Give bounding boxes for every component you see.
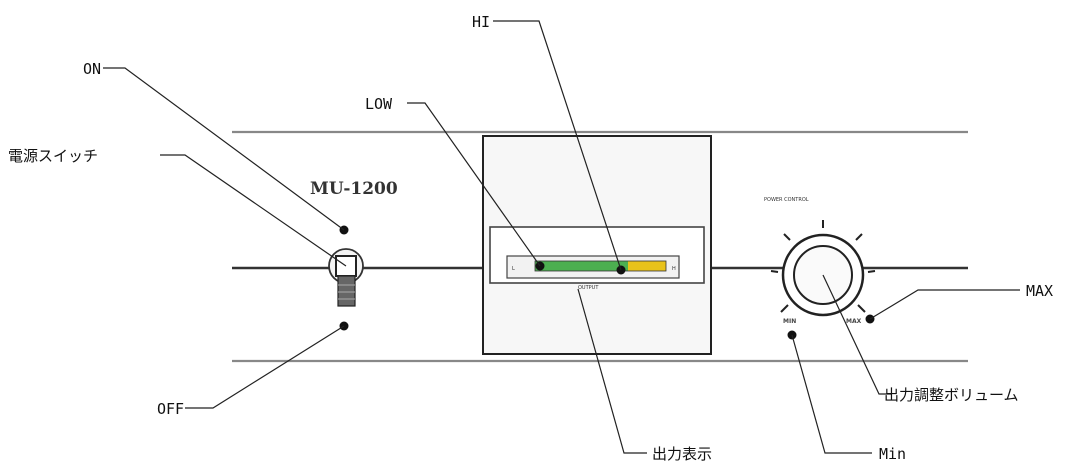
callout-output-volume: 出力調整ボリューム <box>884 386 1019 404</box>
leader-hi <box>493 20 622 271</box>
power-switch-lever <box>337 275 356 307</box>
leader-output-display <box>577 288 647 454</box>
knob-max-label: MAX <box>846 318 862 325</box>
callout-on: ON <box>83 60 101 78</box>
meter-bar-green <box>535 261 628 271</box>
meter-scale-right: H <box>672 266 676 272</box>
leader-power-switch <box>160 154 347 267</box>
knob-tick <box>855 233 863 241</box>
leader-max <box>869 289 1020 320</box>
knob-ticks <box>770 220 876 313</box>
leader-output-volume <box>822 274 892 395</box>
meter-caption: OUTPUT <box>578 285 599 291</box>
knob-tick <box>770 270 779 273</box>
callout-power-switch: 電源スイッチ <box>8 147 98 165</box>
knob-tick <box>780 304 789 313</box>
callout-off: OFF <box>157 400 184 418</box>
model-name: MU-1200 <box>310 179 398 199</box>
leader-min <box>791 334 872 454</box>
callout-low: LOW <box>365 95 393 113</box>
callout-min: Min <box>879 445 906 463</box>
knob-tick <box>857 304 866 313</box>
knob-tick <box>783 233 791 241</box>
meter-scale-left: L <box>512 266 515 272</box>
callout-max: MAX <box>1026 282 1053 300</box>
knob-min-label: MIN <box>783 318 796 325</box>
leader-on <box>103 67 345 231</box>
leader-off <box>185 325 345 409</box>
meter-bar-yellow <box>628 261 666 271</box>
callout-hi: HI <box>472 13 490 31</box>
meter-bar-outline <box>534 260 667 272</box>
callout-output-display: 出力表示 <box>652 445 712 463</box>
leader-lines <box>103 20 1020 454</box>
knob-tick <box>867 270 876 273</box>
leader-low <box>407 102 541 267</box>
power-control-label: POWER CONTROL <box>764 197 809 203</box>
